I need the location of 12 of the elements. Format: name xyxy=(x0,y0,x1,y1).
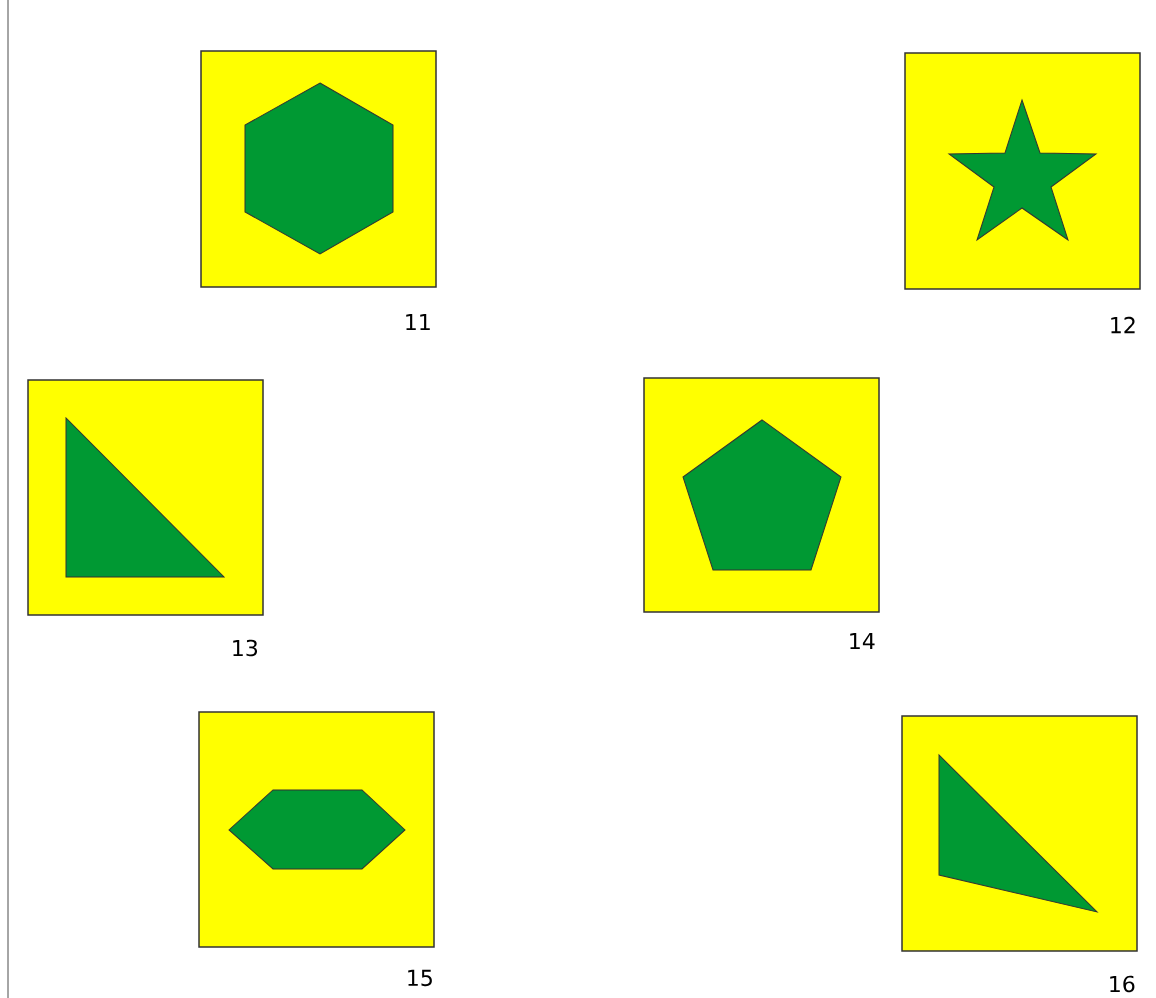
shape-card xyxy=(198,711,435,948)
shape-card xyxy=(904,52,1141,290)
figure-number: 14 xyxy=(850,632,875,649)
figure-number: 15 xyxy=(408,969,432,987)
shape-card xyxy=(27,379,264,616)
shape-card xyxy=(200,50,437,288)
figure-number: 13 xyxy=(233,639,258,657)
shape-card xyxy=(901,715,1138,952)
figure-number: 16 xyxy=(1110,975,1135,993)
figure-number: 12 xyxy=(1111,316,1135,334)
shape-card xyxy=(643,377,880,613)
figure-number: 11 xyxy=(406,313,430,330)
